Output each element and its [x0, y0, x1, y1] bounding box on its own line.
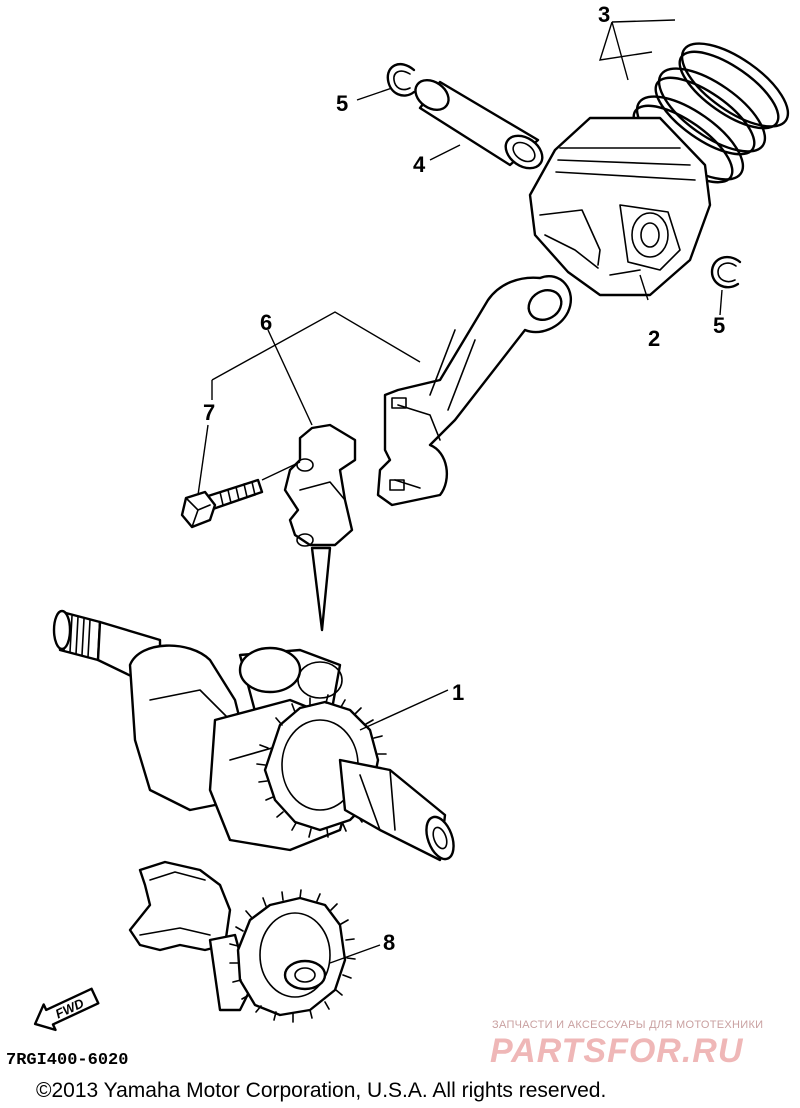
cap-bolt [180, 478, 264, 529]
callout-3: 3 [598, 2, 610, 27]
callout-6: 6 [260, 310, 272, 335]
callout-7: 7 [203, 400, 215, 425]
crankshaft [52, 609, 455, 862]
callout-5-upper: 5 [336, 91, 348, 116]
diagram-code: 7RGI400-6020 [6, 1051, 128, 1070]
piston-pin [414, 78, 544, 170]
piston [528, 116, 712, 297]
callout-8: 8 [383, 930, 395, 955]
watermark-tagline: ЗАПЧАСТИ И АКСЕССУАРЫ ДЛЯ МОТОТЕХНИКИ [492, 1019, 763, 1031]
circlip-right [710, 255, 742, 289]
callout-1: 1 [452, 680, 464, 705]
watermark-brand: PARTSFOR.RU [490, 1032, 744, 1070]
callout-4: 4 [413, 152, 426, 177]
leader-lines [197, 19, 723, 964]
callout-5-right: 5 [713, 313, 725, 338]
piston-rings [632, 42, 790, 184]
callout-2: 2 [648, 326, 660, 351]
circlip-upper [386, 63, 416, 97]
copyright-notice: ©2013 Yamaha Motor Corporation, U.S.A. A… [36, 1079, 606, 1102]
connecting-rod-cap [283, 423, 357, 632]
balancer-shaft [128, 860, 356, 1023]
fwd-arrow: FWD [33, 987, 100, 1032]
connecting-rod [376, 275, 573, 507]
